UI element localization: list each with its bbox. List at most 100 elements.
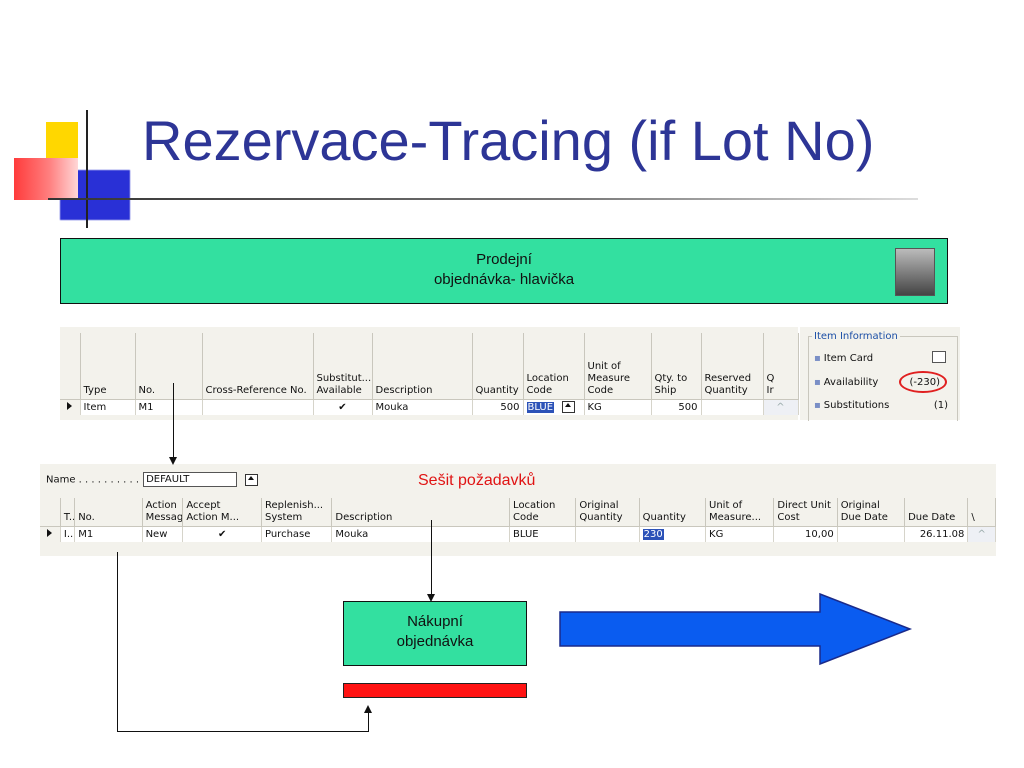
cell-due-date[interactable]: 26.11.08 [904, 526, 969, 542]
col-quantity[interactable]: Quantity [639, 498, 707, 527]
portrait-image [895, 248, 935, 296]
cell-original-due-date[interactable] [837, 526, 906, 542]
cell-reserved-qty[interactable] [701, 399, 764, 415]
header-box-line2: objednávka- hlavička [433, 271, 575, 288]
cell-original-quantity[interactable] [575, 526, 640, 542]
cell-description[interactable]: Mouka [372, 399, 473, 415]
cell-unit-of-measure[interactable]: KG [705, 526, 775, 542]
location-code-value[interactable]: BLUE [526, 401, 555, 413]
worksheet-caption: Sešit požadavků [418, 472, 536, 489]
row-marker[interactable] [40, 526, 61, 542]
cell-cross-ref[interactable] [202, 399, 314, 415]
big-arrow-right-icon [559, 592, 913, 666]
slide-title: Rezervace-Tracing (if Lot No) [142, 109, 875, 172]
cell-accept-action[interactable]: ✔ [182, 526, 262, 542]
connector-line-5 [368, 712, 369, 732]
cell-t[interactable]: I... [60, 526, 76, 542]
header-box-line1: Prodejní [476, 251, 532, 268]
cell-no[interactable]: M1 [74, 526, 143, 542]
col-v[interactable]: \ [967, 498, 996, 527]
substitutions-link[interactable]: ▪Substitutions [814, 400, 890, 411]
item-card-icon[interactable] [932, 351, 946, 363]
col-t[interactable]: T.. [60, 498, 76, 527]
col-substitutes[interactable]: Substitut...Available [313, 333, 373, 400]
name-row: Name . . . . . . . . . .DEFAULT [46, 472, 259, 487]
col-replenishment[interactable]: Replenish...System [261, 498, 333, 527]
cell-location-code[interactable]: BLUE [523, 399, 585, 415]
arrow-down-icon [169, 457, 177, 465]
bullet-icon: ▪ [814, 377, 821, 388]
quantity-value[interactable]: 230 [642, 528, 664, 540]
row-pointer-icon [67, 401, 73, 410]
purchase-box-line2: objednávka [396, 633, 474, 650]
cell-replenishment[interactable]: Purchase [261, 526, 333, 542]
name-label: Name . . . . . . . . . . [46, 474, 140, 486]
col-description[interactable]: Description [372, 333, 473, 400]
arrow-up-icon [364, 705, 372, 713]
cell-quantity[interactable]: 500 [472, 399, 524, 415]
col-quantity[interactable]: Quantity [472, 333, 524, 400]
connector-line-2 [431, 520, 432, 595]
connector-line-4 [117, 731, 369, 732]
row-marker[interactable] [60, 399, 81, 415]
cell-unit-of-measure[interactable]: KG [584, 399, 652, 415]
cell-description[interactable]: Mouka [331, 526, 511, 542]
title-underline [48, 198, 918, 200]
col-cross-ref[interactable]: Cross-Reference No. [202, 333, 314, 400]
sales-lines-table: Type No. Cross-Reference No. Substitut..… [60, 333, 799, 415]
red-bar [343, 683, 527, 698]
item-information-panel: Item Information ▪Item Card ▪Availabilit… [800, 327, 960, 421]
availability-link[interactable]: ▪Availability [814, 377, 879, 388]
cell-direct-unit-cost[interactable]: 10,00 [773, 526, 838, 542]
connector-line-1 [173, 383, 174, 459]
bullet-icon: ▪ [814, 400, 821, 411]
name-field[interactable]: DEFAULT [143, 472, 238, 487]
cell-action-message[interactable]: New [142, 526, 184, 542]
name-lookup-icon[interactable] [245, 473, 259, 486]
item-card-link[interactable]: ▪Item Card [814, 353, 874, 364]
col-type[interactable]: Type [80, 333, 136, 400]
col-description[interactable]: Description [331, 498, 511, 527]
scroll-up-icon[interactable]: ^ [763, 399, 799, 415]
cell-qty-to-ship[interactable]: 500 [651, 399, 702, 415]
item-information-title: Item Information [812, 331, 900, 342]
cell-location-code[interactable]: BLUE [509, 526, 577, 542]
requisition-worksheet-panel: Name . . . . . . . . . .DEFAULT Sešit po… [40, 464, 996, 556]
table-row[interactable]: Item M1 ✔ Mouka 500 BLUE KG 500 ^ [60, 399, 799, 415]
purchase-box-line1: Nákupní [407, 613, 463, 630]
col-action-message[interactable]: ActionMessage [142, 498, 184, 527]
highlight-ring [899, 371, 947, 393]
cell-quantity[interactable]: 230 [639, 526, 707, 542]
decor-yellow-square [46, 122, 78, 164]
row-pointer-icon [47, 528, 53, 537]
decor-red-square [14, 158, 78, 200]
connector-line-3 [117, 552, 118, 732]
lookup-icon[interactable] [562, 400, 576, 413]
sales-order-header-box: Prodejní objednávka- hlavička [60, 238, 948, 304]
col-due-date[interactable]: Due Date [904, 498, 969, 527]
col-no[interactable]: No. [74, 498, 143, 527]
cell-no[interactable]: M1 [135, 399, 203, 415]
cell-substitutes[interactable]: ✔ [313, 399, 373, 415]
sales-lines-panel: Type No. Cross-Reference No. Substitut..… [60, 327, 799, 420]
col-marker [60, 333, 81, 400]
bullet-icon: ▪ [814, 353, 821, 364]
table-row[interactable]: I... M1 New ✔ Purchase Mouka BLUE 230 KG… [40, 526, 996, 542]
col-no[interactable]: No. [135, 333, 203, 400]
cell-type[interactable]: Item [80, 399, 136, 415]
arrow-down-icon [427, 594, 435, 602]
scroll-up-icon[interactable]: ^ [967, 526, 996, 542]
substitutions-value: (1) [933, 400, 948, 411]
